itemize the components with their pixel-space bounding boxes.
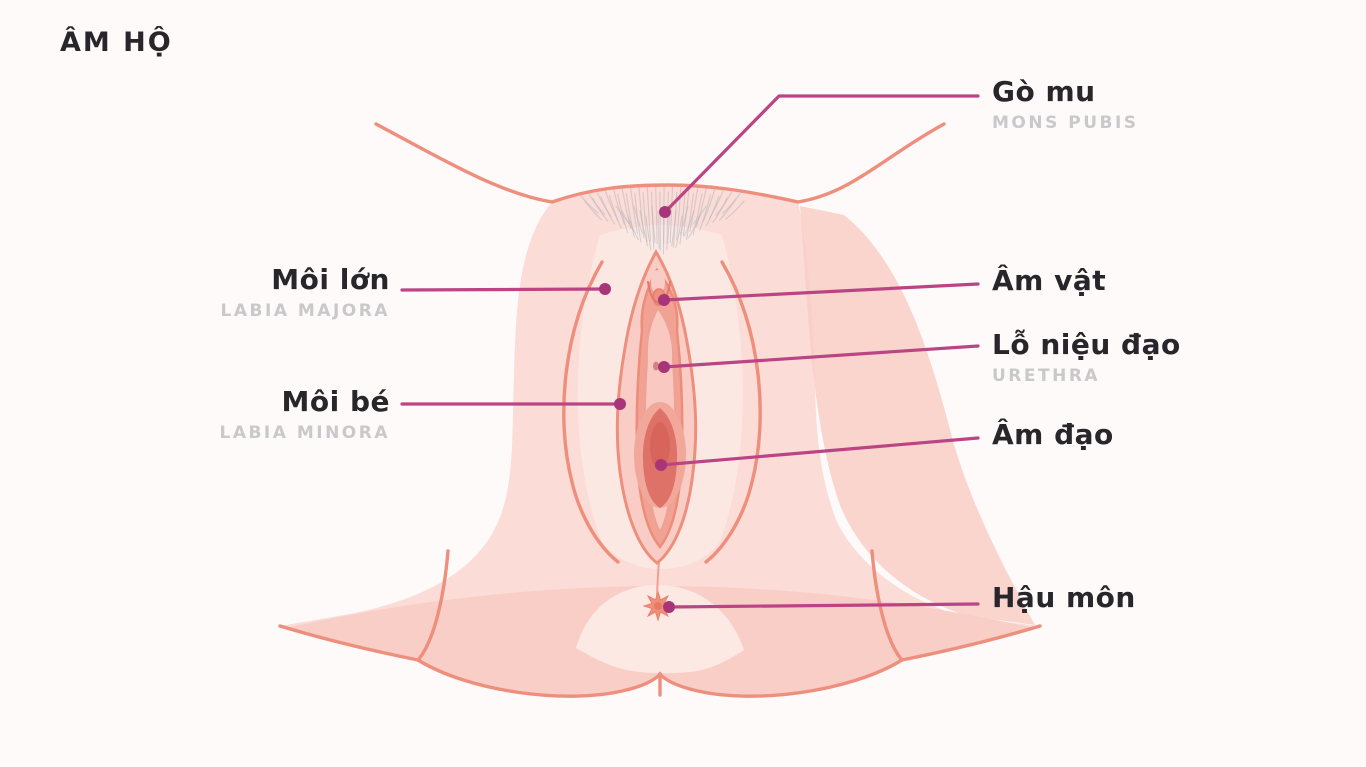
label-go-mu: Gò mu MONS PUBIS [992, 75, 1139, 134]
groin-fold-right [870, 549, 903, 661]
labia-majora-crease-left [562, 260, 620, 564]
anus-center [654, 602, 662, 610]
label-moi-be-vi: Môi bé [281, 385, 390, 418]
callout-line-go-mu [663, 94, 980, 214]
callout-line-am-vat [662, 282, 980, 302]
label-hau-mon-vi: Hậu môn [992, 581, 1136, 614]
hip-and-mons-contour [374, 122, 946, 204]
urethral-opening [653, 361, 659, 371]
groin-fold-left [417, 549, 450, 661]
label-am-dao-vi: Âm đạo [992, 418, 1114, 451]
page-title: ÂM HỘ [60, 27, 173, 58]
callout-line-hau-mon [667, 602, 980, 609]
label-lo-nieu-dao: Lỗ niệu đạo URETHRA [992, 328, 1181, 387]
callout-dot-go-mu [659, 206, 671, 218]
label-go-mu-en: MONS PUBIS [992, 113, 1139, 133]
callout-dot-am-dao [655, 459, 667, 471]
pubic-hair [579, 185, 745, 255]
label-go-mu-vi: Gò mu [992, 75, 1096, 108]
vaginal-opening-deep [650, 422, 670, 470]
label-am-vat: Âm vật [992, 265, 1106, 297]
callout-dot-lo-nieu-dao [658, 361, 670, 373]
label-lo-nieu-dao-vi: Lỗ niệu đạo [992, 328, 1181, 361]
label-moi-be: Môi bé LABIA MINORA [219, 385, 390, 444]
thigh-edge-right [900, 624, 1042, 662]
clitoral-hood-highlight [651, 270, 665, 294]
callout-dot-hau-mon [663, 601, 675, 613]
label-lo-nieu-dao-en: URETHRA [992, 366, 1101, 386]
label-moi-lon-vi: Môi lớn [271, 263, 390, 296]
thigh-edge-left [278, 624, 420, 662]
right-shading [800, 206, 1035, 625]
label-am-vat-vi: Âm vật [992, 264, 1107, 297]
label-moi-lon: Môi lớn LABIA MAJORA [220, 263, 390, 322]
label-hau-mon: Hậu môn [992, 582, 1136, 614]
callout-line-lo-nieu-dao [662, 344, 980, 369]
label-moi-lon-en: LABIA MAJORA [220, 301, 390, 321]
label-moi-be-en: LABIA MINORA [219, 423, 390, 443]
callout-dot-am-vat [658, 294, 670, 306]
callout-dot-moi-lon [599, 283, 611, 295]
callout-dot-moi-be [614, 398, 626, 410]
callout-line-am-dao [659, 436, 980, 467]
callout-line-moi-lon [400, 287, 607, 292]
label-am-dao: Âm đạo [992, 419, 1114, 451]
